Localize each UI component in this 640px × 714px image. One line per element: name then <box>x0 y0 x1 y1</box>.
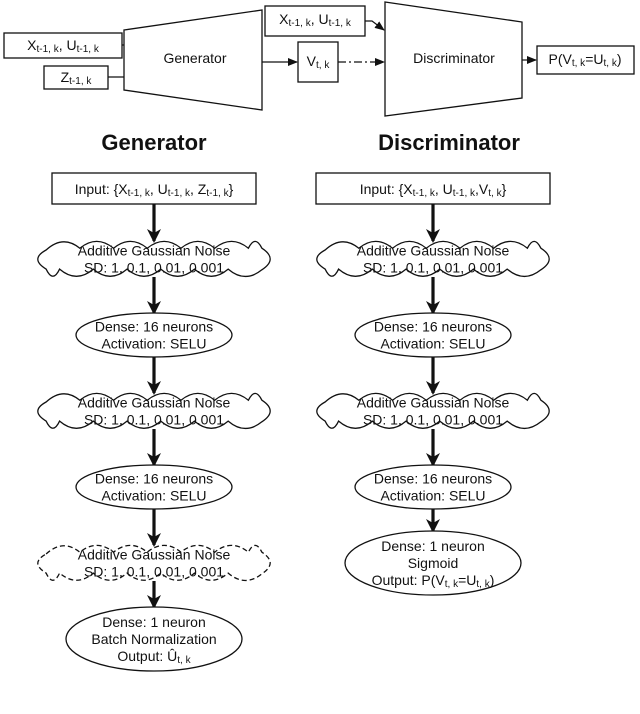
discriminator-layer-2-text-2: Activation: SELU <box>380 336 485 352</box>
generator-layer-6-text-2: Batch Normalization <box>91 631 216 647</box>
disc-input-xu-box <box>264 5 366 37</box>
discriminator-layer-5-text-3: Output: P(Vt, k=Ut, k) <box>372 572 495 590</box>
generator-dense-ellipse-6 <box>65 606 243 672</box>
discriminator-layer-4-text-2: Activation: SELU <box>380 488 485 504</box>
discriminator-dense-ellipse-5 <box>344 530 522 596</box>
generator-noise-cloud-5 <box>37 544 271 582</box>
generator-title: Generator <box>101 130 207 155</box>
v-box <box>297 41 339 83</box>
generator-trapezoid <box>123 9 263 111</box>
discriminator-layer-1-text-1: Additive Gaussian Noise <box>357 243 510 259</box>
generator-layer-1-text-2: SD: 1, 0.1, 0.01, 0.001 <box>84 260 224 276</box>
generator-layer-1-text-1: Additive Gaussian Noise <box>78 243 231 259</box>
generator-layer-2-text-1: Dense: 16 neurons <box>95 319 213 335</box>
top-output-box <box>536 45 635 75</box>
discriminator-layer-3-text-2: SD: 1, 0.1, 0.01, 0.001 <box>363 412 503 428</box>
top-output-label: P(Vt, k=Ut, k) <box>549 51 622 69</box>
generator-layer-5-text-1: Additive Gaussian Noise <box>78 547 231 563</box>
discriminator-column: Input: {Xt-1, k, Ut-1, k,Vt, k} Additive… <box>315 172 551 596</box>
discriminator-layer-2-text-1: Dense: 16 neurons <box>374 319 492 335</box>
generator-layer-2-text-2: Activation: SELU <box>101 336 206 352</box>
disc-input-xu-label: Xt-1, k, Ut-1, k <box>279 11 352 29</box>
discriminator-layer-4-text-1: Dense: 16 neurons <box>374 471 492 487</box>
generator-noise-cloud-1 <box>37 240 271 278</box>
generator-noise-cloud-3 <box>37 392 271 430</box>
generator-input-label: Input: {Xt-1, k, Ut-1, k, Zt-1, k} <box>75 181 234 199</box>
top-input-xu-box <box>3 32 123 59</box>
discriminator-noise-cloud-1 <box>316 240 550 278</box>
discriminator-noise-cloud-3 <box>316 392 550 430</box>
top-input-z-label: Zt-1, k <box>61 69 93 87</box>
generator-column: Input: {Xt-1, k, Ut-1, k, Zt-1, k} Addit… <box>37 172 271 672</box>
top-overview: Xt-1, k, Ut-1, k Zt-1, k Generator Vt, k… <box>3 1 635 117</box>
discriminator-layer-1-text-2: SD: 1, 0.1, 0.01, 0.001 <box>363 260 503 276</box>
arrow-xu-to-discriminator <box>365 20 385 31</box>
discriminator-label: Discriminator <box>413 50 495 66</box>
top-input-xu-label: Xt-1, k, Ut-1, k <box>27 37 100 55</box>
discriminator-layer-5-text-2: Sigmoid <box>408 555 459 571</box>
generator-layer-6-text-1: Dense: 1 neuron <box>102 614 206 630</box>
generator-label: Generator <box>163 50 226 66</box>
discriminator-layer-3-text-1: Additive Gaussian Noise <box>357 395 510 411</box>
generator-layer-3-text-1: Additive Gaussian Noise <box>78 395 231 411</box>
discriminator-input-label: Input: {Xt-1, k, Ut-1, k,Vt, k} <box>360 181 507 199</box>
generator-layer-5-text-2: SD: 1, 0.1, 0.01, 0.001 <box>84 564 224 580</box>
discriminator-trapezoid <box>384 1 523 117</box>
generator-layer-4-text-1: Dense: 16 neurons <box>95 471 213 487</box>
discriminator-input-box <box>315 172 551 205</box>
generator-layer-3-text-2: SD: 1, 0.1, 0.01, 0.001 <box>84 412 224 428</box>
generator-layer-4-text-2: Activation: SELU <box>101 488 206 504</box>
v-box-label: Vt, k <box>307 53 331 71</box>
discriminator-title: Discriminator <box>378 130 520 155</box>
discriminator-layer-5-text-1: Dense: 1 neuron <box>381 538 485 554</box>
generator-layer-6-text-3: Output: Ût, k <box>117 648 191 666</box>
